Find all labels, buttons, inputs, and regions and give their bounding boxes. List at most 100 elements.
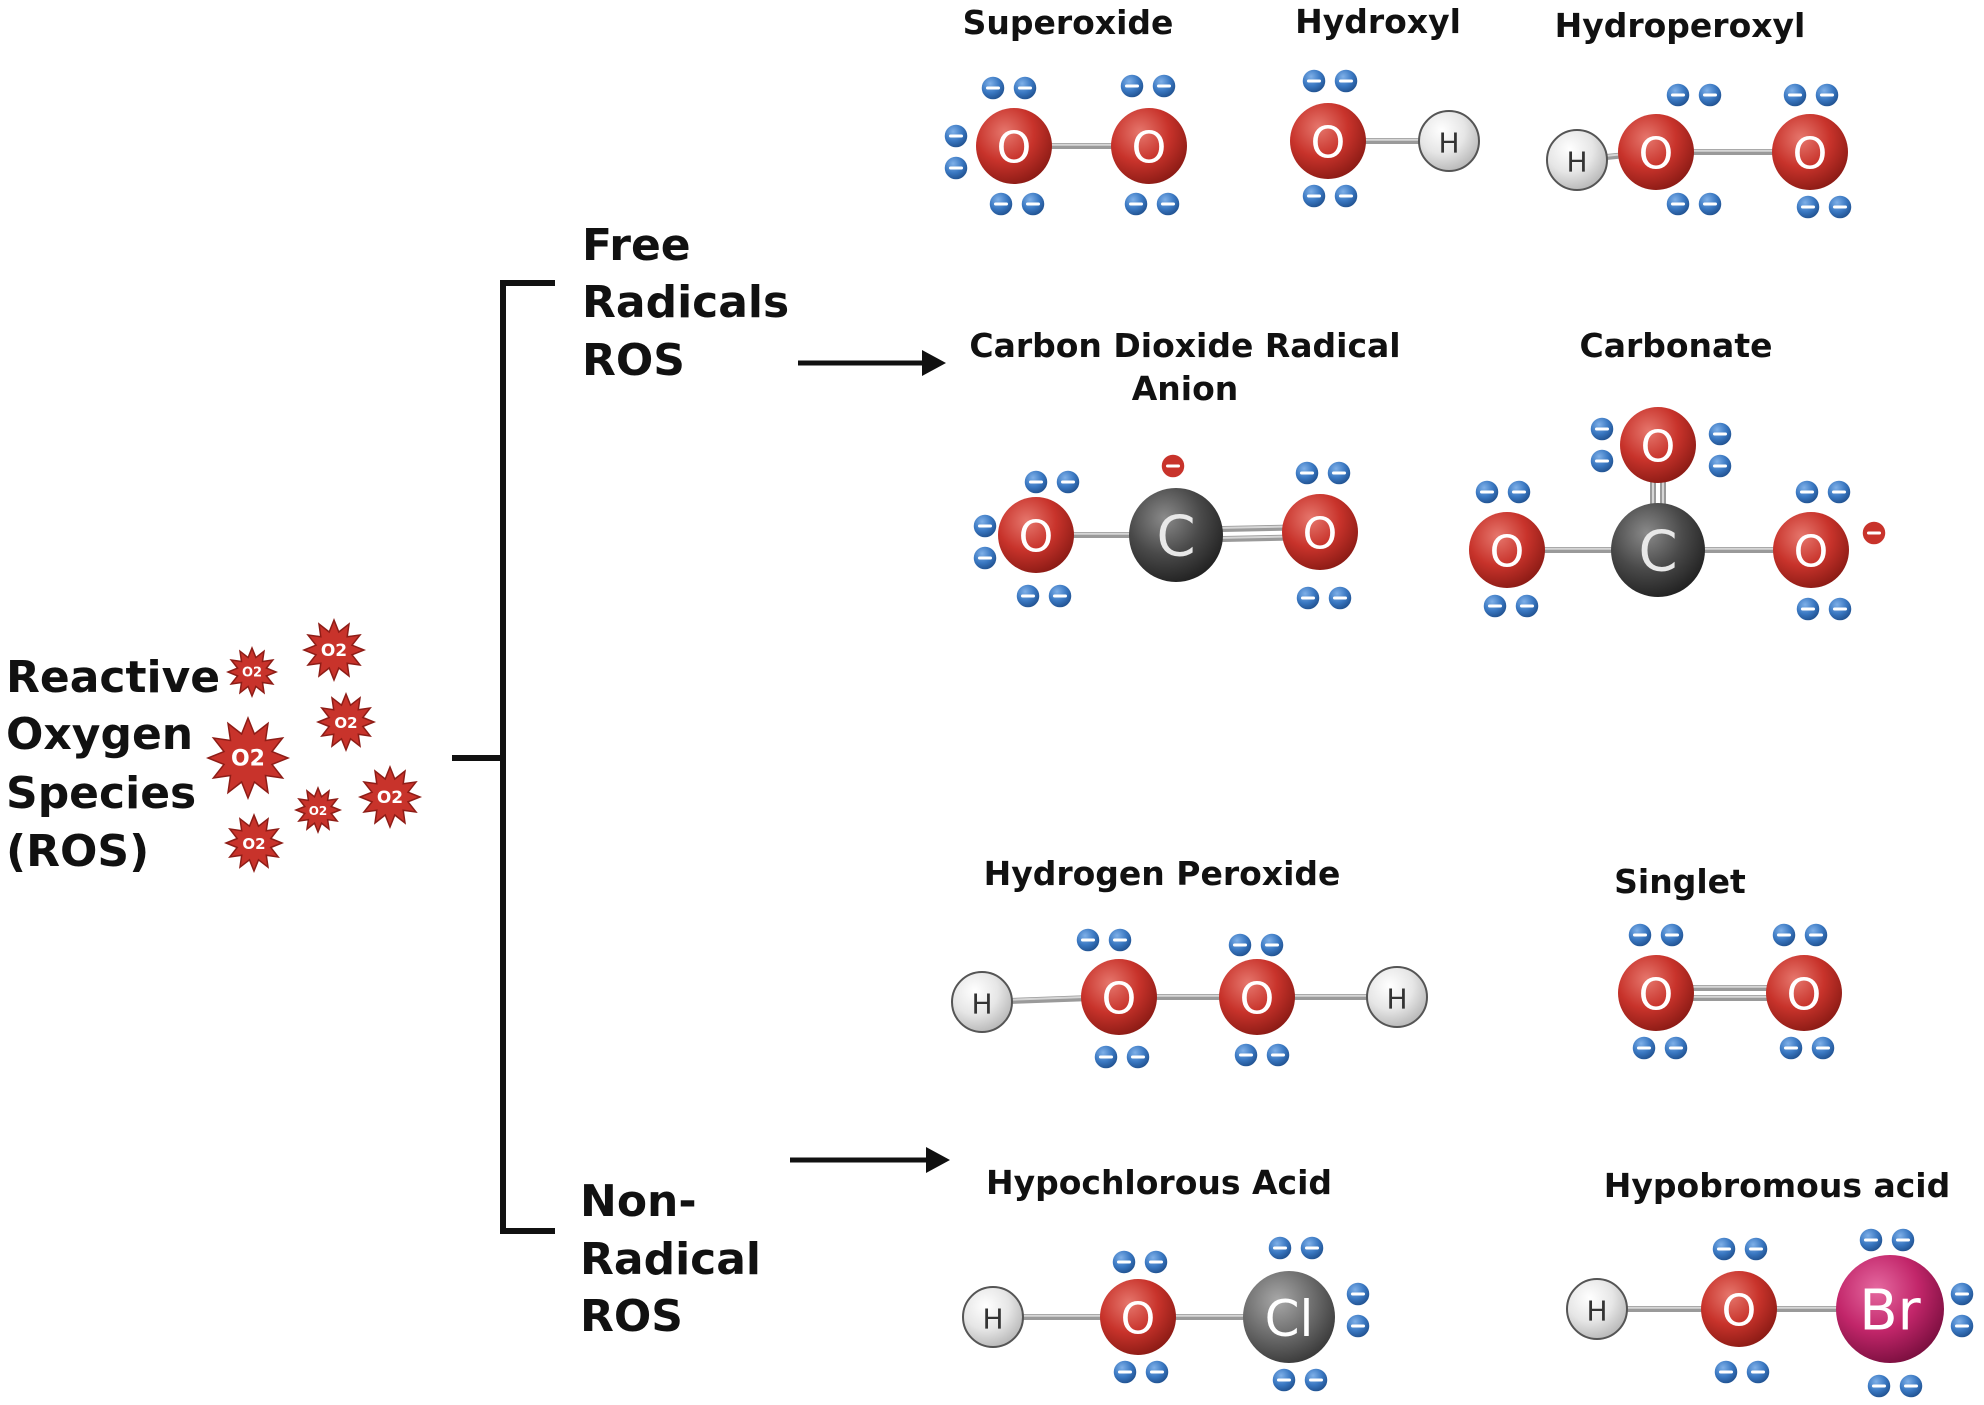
electron-icon <box>1707 453 1733 479</box>
arrowhead-icon <box>922 350 946 376</box>
electron-icon <box>1803 922 1829 948</box>
electron-icon <box>1301 183 1327 209</box>
electron-icon <box>1631 1035 1657 1061</box>
atom-symbol: Br <box>1859 1279 1921 1344</box>
atom-symbol: O <box>997 123 1032 174</box>
non-radical-label: Non- Radical ROS <box>580 1176 761 1342</box>
electron-icon <box>1265 1042 1291 1068</box>
starburst-icon: O2 <box>223 812 285 874</box>
electron-icon <box>1514 593 1540 619</box>
electron-icon <box>1827 194 1853 220</box>
atom-symbol: H <box>971 988 992 1021</box>
electron-icon <box>1259 932 1285 958</box>
atom-symbol: C <box>1156 505 1195 570</box>
electron-icon <box>1055 469 1081 495</box>
electron-icon <box>1482 593 1508 619</box>
atom-o: O <box>1282 494 1358 570</box>
electron-icon <box>1474 479 1500 505</box>
electron-icon <box>1295 585 1321 611</box>
electron-icon <box>1075 927 1101 953</box>
starburst-label: O2 <box>321 641 347 661</box>
electron-icon <box>1707 421 1733 447</box>
atom-symbol: O <box>1793 129 1828 180</box>
electron-icon <box>1327 585 1353 611</box>
molecule-title: Anion <box>1132 369 1239 408</box>
atom-symbol: O <box>1240 974 1275 1025</box>
electron-icon <box>1107 927 1133 953</box>
non-radical-line-1: Non- <box>580 1176 697 1227</box>
electron-icon <box>1093 1044 1119 1070</box>
electron-icon <box>1112 1359 1138 1385</box>
electron-icon <box>1949 1281 1975 1307</box>
electron-icon <box>1119 73 1145 99</box>
atom-o: O <box>976 108 1052 184</box>
electron-icon <box>1301 68 1327 94</box>
atom-o: O <box>1469 512 1545 588</box>
electron-icon <box>943 123 969 149</box>
electron-icon <box>1506 479 1532 505</box>
molecule-title: Carbonate <box>1580 326 1773 365</box>
electron-icon <box>1898 1373 1924 1399</box>
electron-icon <box>1111 1249 1137 1275</box>
electron-icon <box>1795 194 1821 220</box>
ros-label-line-4: (ROS) <box>6 826 149 877</box>
electron-icon <box>943 155 969 181</box>
electron-icon <box>1771 922 1797 948</box>
starburst-icon: O2 <box>357 764 423 830</box>
atom-h: H <box>1566 1278 1628 1340</box>
electron-icon <box>1814 82 1840 108</box>
electron-icon <box>1271 1367 1297 1393</box>
electron-icon <box>1711 1236 1737 1262</box>
electron-icon <box>1665 191 1691 217</box>
electron-icon <box>1743 1236 1769 1262</box>
molecule-title: Superoxide <box>963 3 1174 42</box>
electron-icon <box>1810 1035 1836 1061</box>
atom-symbol: O <box>1794 527 1829 578</box>
bonds <box>979 994 1400 1005</box>
electron-icon <box>1665 82 1691 108</box>
electron-icon <box>1890 1227 1916 1253</box>
electron-icon <box>1745 1359 1771 1385</box>
atom-h: H <box>1366 966 1428 1028</box>
free-radicals-line-2: Radicals <box>582 277 789 328</box>
starburst-icon: O2 <box>226 646 278 698</box>
free-radicals-arrow <box>798 350 946 376</box>
electron-icon <box>1794 479 1820 505</box>
electron-icon <box>1294 460 1320 486</box>
electron-icon <box>1697 191 1723 217</box>
electron-icon <box>1663 1035 1689 1061</box>
atom-symbol: O <box>1311 118 1346 169</box>
atom-symbol: C <box>1638 520 1677 585</box>
starburst-icon: O2 <box>293 785 343 835</box>
electron-icon <box>1782 82 1808 108</box>
atom-o: O <box>1772 114 1848 190</box>
electron-icon <box>1047 583 1073 609</box>
electron-icon <box>1333 183 1359 209</box>
atom-symbol: O <box>1639 970 1674 1021</box>
atom-symbol: O <box>1490 527 1525 578</box>
electron-icon <box>1143 1249 1169 1275</box>
atom-symbol: O <box>1641 422 1676 473</box>
atom-o: O <box>1290 103 1366 179</box>
atom-symbol: H <box>1386 983 1407 1016</box>
electron-icon <box>1012 75 1038 101</box>
electron-icon <box>1303 1367 1329 1393</box>
ros-label: Reactive Oxygen Species (ROS) <box>6 652 220 877</box>
atom-br: Br <box>1836 1255 1944 1363</box>
atom-symbol: O <box>1121 1294 1156 1345</box>
starburst-icon: O2 <box>315 691 377 753</box>
atom-o: O <box>1773 512 1849 588</box>
electron-icon <box>1023 469 1049 495</box>
atom-o: O <box>1219 959 1295 1035</box>
atom-o: O <box>1111 108 1187 184</box>
starburst-label: O2 <box>242 835 265 853</box>
ros-label-line-2: Oxygen <box>6 709 193 760</box>
molecule-title: Hydroperoxyl <box>1555 6 1806 45</box>
electron-icon <box>1155 191 1181 217</box>
electron-icon <box>1299 1235 1325 1261</box>
electron-icon <box>1659 922 1685 948</box>
electron-icon <box>1866 1373 1892 1399</box>
